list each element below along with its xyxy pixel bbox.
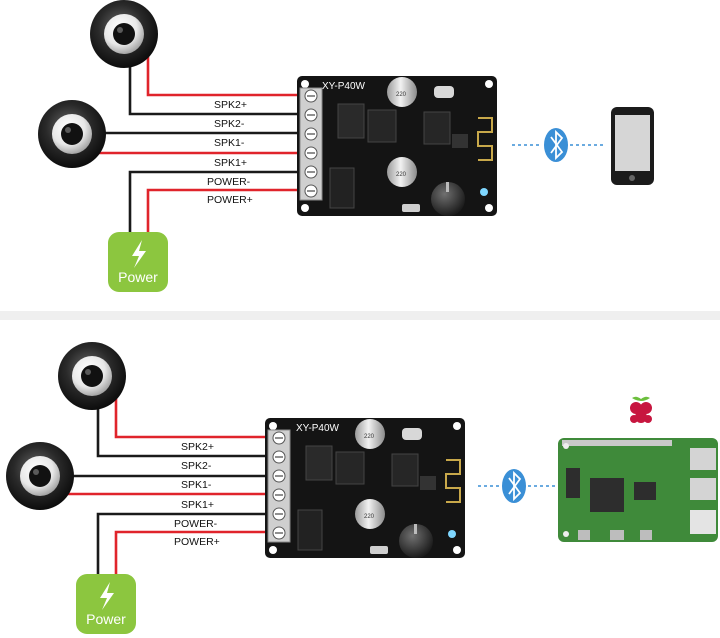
wire-spk2-plus — [146, 54, 308, 97]
wires-panel-1 — [92, 54, 308, 240]
wire-label: SPK2- — [181, 460, 212, 472]
amplifier-board: XY-P40W 220 220 — [265, 418, 465, 558]
antenna-trace — [477, 117, 493, 161]
board-title: XY-P40W — [322, 81, 366, 92]
speaker-1 — [6, 442, 74, 510]
bluetooth-icon — [544, 128, 568, 162]
wire-label: SPK1+ — [214, 157, 247, 169]
status-led — [480, 188, 488, 196]
volume-knob — [431, 182, 465, 216]
panel-raspberry-pi: SPK2+ SPK2- SPK1- SPK1+ POWER- POWER+ Po… — [6, 342, 718, 634]
wire-label: SPK1- — [181, 479, 212, 491]
wire-label: POWER+ — [207, 194, 253, 206]
raspberry-logo-icon — [630, 396, 652, 423]
speaker-2 — [58, 342, 126, 410]
wire-label: SPK1+ — [181, 499, 214, 511]
wire-spk2-minus — [96, 408, 276, 458]
wire-label: POWER- — [174, 518, 218, 530]
wire-label: POWER- — [207, 176, 251, 188]
capacitor: 220 — [355, 419, 385, 449]
raspberry-pi-icon — [558, 396, 718, 542]
wire-power-plus — [146, 188, 308, 240]
wire-spk2-minus — [128, 66, 308, 116]
terminal-block — [267, 429, 291, 543]
wire-power-plus — [114, 530, 276, 582]
wires-panel-2 — [60, 396, 276, 582]
wire-label: SPK2+ — [214, 99, 247, 111]
capacitor: 220 — [355, 499, 385, 529]
wire-label: SPK1- — [214, 137, 245, 149]
speaker-2 — [90, 0, 158, 68]
wire-spk2-plus — [114, 396, 276, 439]
power-label: Power — [86, 611, 126, 627]
lightning-icon — [100, 582, 114, 610]
svg-text:220: 220 — [396, 92, 407, 98]
terminal-block — [299, 87, 323, 201]
svg-text:220: 220 — [396, 172, 407, 178]
bluetooth-icon — [502, 469, 526, 503]
panel-phone: SPK2+ SPK2- SPK1- SPK1+ POWER- POWER+ Po… — [38, 0, 654, 292]
power-label: Power — [118, 269, 158, 285]
speaker-1 — [38, 100, 106, 168]
capacitor: 220 — [387, 157, 417, 187]
panel-divider — [0, 311, 720, 320]
power-supply: Power — [108, 232, 168, 292]
svg-text:220: 220 — [364, 434, 375, 440]
lightning-icon — [132, 240, 146, 268]
wire-power-minus — [96, 512, 276, 582]
svg-text:220: 220 — [364, 514, 375, 520]
smartphone-icon — [611, 107, 654, 185]
power-supply: Power — [76, 574, 136, 634]
wire-label: POWER+ — [174, 536, 220, 548]
capacitor: 220 — [387, 77, 417, 107]
wire-label: SPK2+ — [181, 441, 214, 453]
status-led — [448, 530, 456, 538]
wire-label: SPK2- — [214, 118, 245, 130]
antenna-trace — [445, 459, 461, 503]
volume-knob — [399, 524, 433, 558]
amplifier-board: XY-P40W 220 — [297, 76, 497, 216]
board-title: XY-P40W — [296, 423, 340, 434]
wire-power-minus — [128, 170, 308, 240]
